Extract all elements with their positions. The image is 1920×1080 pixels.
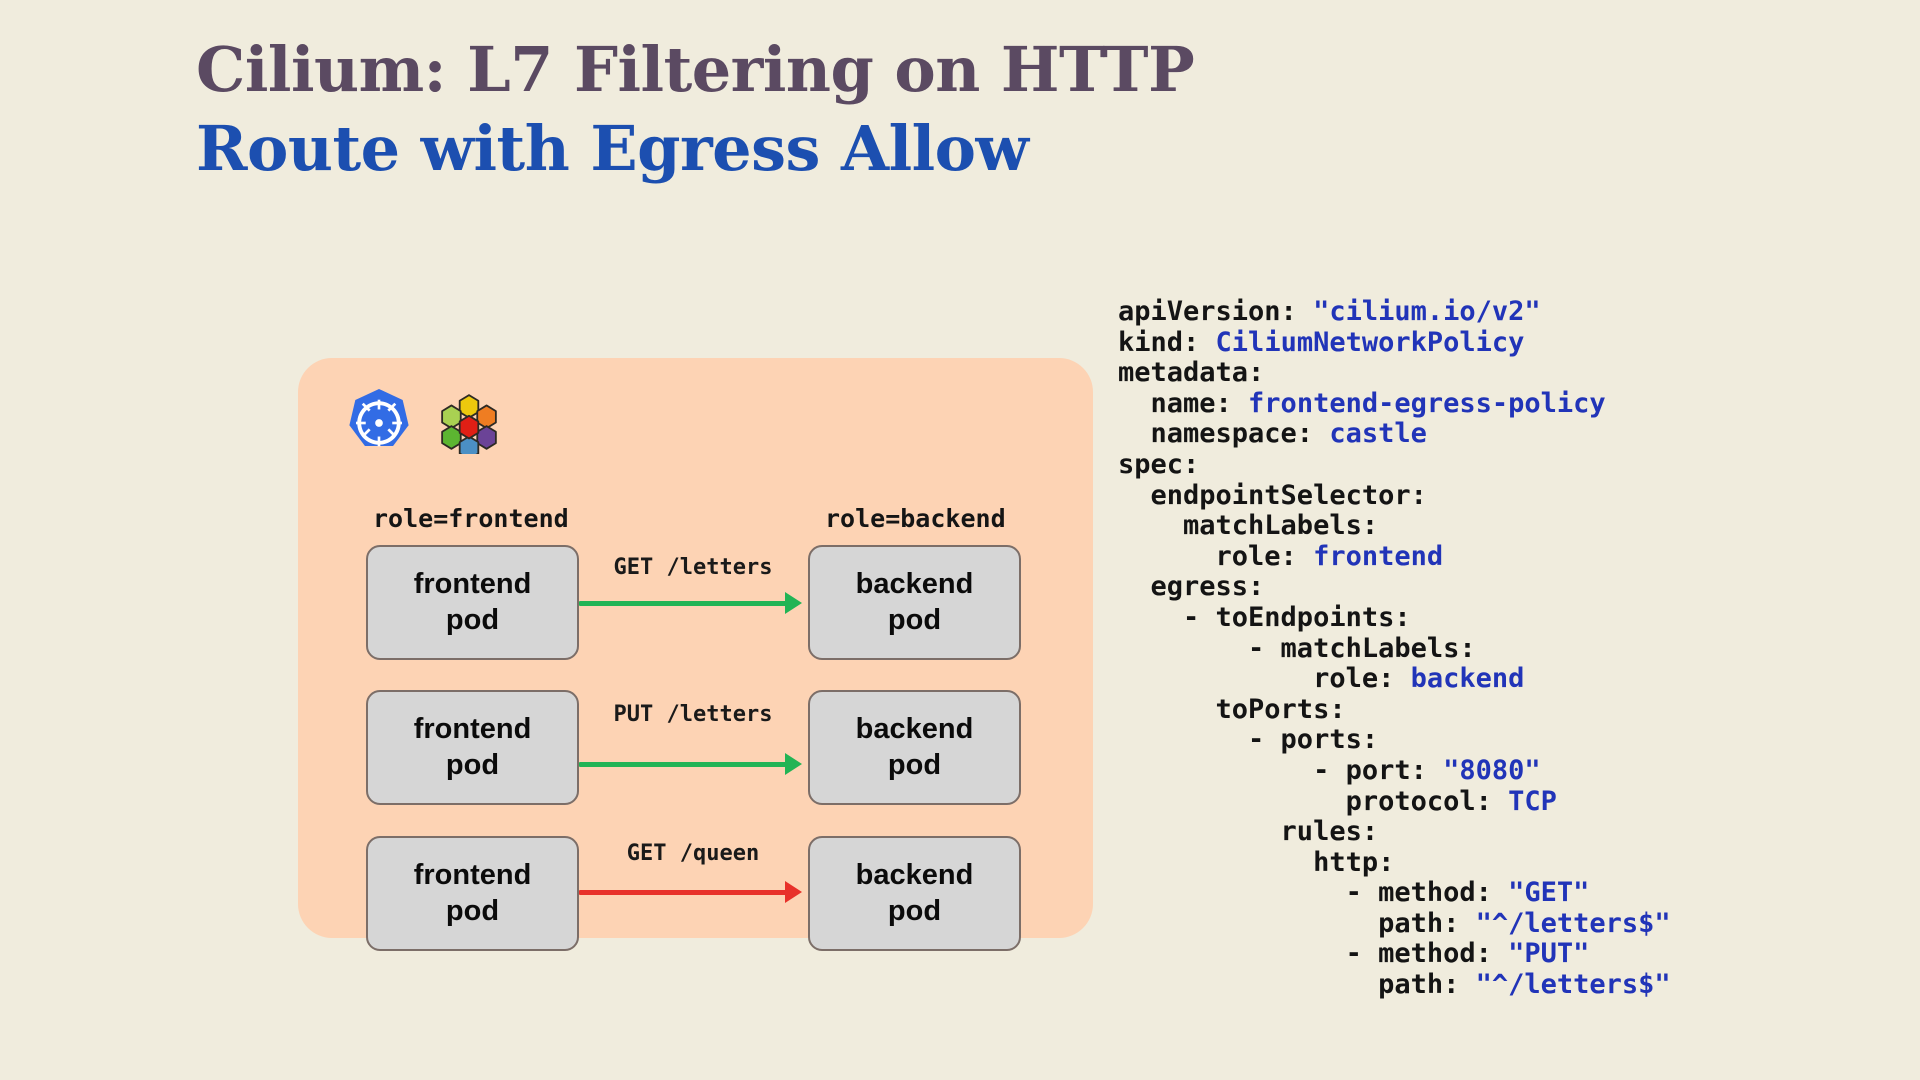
arrow-label-2: PUT /letters (613, 702, 773, 727)
yaml-line: - matchLabels: (1118, 632, 1671, 665)
pod-box-backend-3[interactable]: backend pod (808, 836, 1021, 951)
yaml-line: metadata: (1118, 357, 1671, 389)
arrow-group-2: PUT /letters (579, 690, 808, 805)
yaml-key: egress: (1118, 571, 1265, 603)
yaml-key: http: (1118, 846, 1395, 878)
logo-row (342, 386, 500, 460)
pod-name-line2: pod (887, 894, 942, 927)
pod-name-line2: pod (887, 748, 942, 781)
diagram-panel: role=frontend role=backend frontend pod … (298, 358, 1093, 951)
yaml-line: - ports: (1118, 725, 1671, 756)
yaml-line: path: "^/letters$" (1118, 907, 1671, 940)
arrow-line-2 (579, 762, 787, 767)
yaml-key: - matchLabels: (1118, 632, 1476, 664)
yaml-key: - port: (1118, 754, 1444, 786)
yaml-key: spec: (1118, 448, 1200, 480)
arrow-line-1 (579, 601, 787, 606)
yaml-line: namespace: castle (1118, 419, 1671, 450)
yaml-value: frontend (1313, 540, 1444, 572)
yaml-key: namespace: (1118, 418, 1330, 450)
yaml-line: path: "^/letters$" (1118, 969, 1671, 1001)
pod-name-line2: pod (887, 603, 942, 636)
yaml-key: - toEndpoints: (1118, 601, 1411, 633)
arrow-group-3: GET /queen (579, 836, 808, 951)
yaml-line: role: backend (1118, 663, 1671, 695)
pod-box-backend-2[interactable]: backend pod (808, 690, 1021, 805)
yaml-key: endpointSelector: (1118, 479, 1427, 511)
yaml-line: toPorts: (1118, 693, 1671, 726)
yaml-line: - toEndpoints: (1118, 601, 1671, 634)
arrow-head-2 (785, 753, 802, 775)
pod-name-line1: backend (855, 713, 974, 746)
pod-box-frontend-2[interactable]: frontend pod (366, 690, 579, 805)
title-line-primary: Cilium: L7 Filtering on HTTP (196, 33, 1195, 106)
yaml-key: rules: (1118, 816, 1379, 848)
yaml-key: protocol: (1118, 785, 1509, 817)
pod-box-frontend-1[interactable]: frontend pod (366, 545, 579, 660)
yaml-line: apiVersion: "cilium.io/v2" (1118, 296, 1671, 328)
title-line-secondary: Route with Egress Allow (196, 112, 1029, 186)
yaml-line: name: frontend-egress-policy (1118, 387, 1671, 420)
yaml-value: "PUT" (1508, 938, 1590, 970)
page-title: Cilium: L7 Filtering on HTTP Route with … (196, 30, 1296, 189)
cilium-hexagons-icon (441, 394, 497, 454)
pod-box-frontend-3[interactable]: frontend pod (366, 836, 579, 951)
yaml-key: name: (1118, 387, 1249, 419)
yaml-value: "8080" (1443, 754, 1541, 786)
yaml-line: endpointSelector: (1118, 479, 1671, 512)
yaml-key: path: (1118, 969, 1476, 1001)
pod-name-line2: pod (445, 748, 500, 781)
column-label-frontend: role=frontend (373, 504, 569, 533)
yaml-key: path: (1118, 907, 1476, 939)
arrow-label-1: GET /letters (613, 555, 773, 580)
yaml-value: backend (1410, 663, 1525, 695)
arrow-label-3: GET /queen (626, 841, 760, 866)
arrow-head-1 (785, 592, 802, 614)
arrow-line-3 (579, 890, 787, 895)
yaml-key: kind: (1118, 326, 1216, 358)
pod-name-line1: frontend (413, 568, 532, 601)
yaml-key: - ports: (1118, 724, 1379, 756)
yaml-line: http: (1118, 846, 1671, 879)
pod-name-line2: pod (445, 894, 500, 927)
pod-name-line1: backend (855, 568, 974, 601)
pod-name-line2: pod (445, 603, 500, 636)
arrow-group-1: GET /letters (579, 545, 808, 660)
yaml-key: apiVersion: (1118, 296, 1314, 327)
pod-box-backend-1[interactable]: backend pod (808, 545, 1021, 660)
yaml-value: "^/letters$" (1475, 907, 1671, 939)
pod-name-line1: backend (855, 859, 974, 892)
yaml-value: "cilium.io/v2" (1313, 296, 1541, 327)
column-label-backend: role=backend (825, 504, 1006, 533)
yaml-key: - method: (1118, 938, 1509, 970)
arrow-head-3 (785, 881, 802, 903)
yaml-line: matchLabels: (1118, 510, 1671, 542)
yaml-value: "GET" (1508, 877, 1590, 909)
yaml-line: - method: "PUT" (1118, 939, 1671, 970)
yaml-line: rules: (1118, 816, 1671, 848)
yaml-line: egress: (1118, 572, 1671, 603)
yaml-key: - method: (1118, 877, 1509, 909)
yaml-value: castle (1329, 418, 1427, 450)
pod-name-line1: frontend (413, 859, 532, 892)
yaml-key: metadata: (1118, 357, 1265, 389)
yaml-line: protocol: TCP (1118, 785, 1671, 818)
yaml-line: - port: "8080" (1118, 754, 1671, 787)
yaml-value: TCP (1508, 785, 1557, 817)
yaml-key: role: (1118, 540, 1314, 572)
yaml-value: "^/letters$" (1475, 969, 1671, 1001)
pod-name-line1: frontend (413, 713, 532, 746)
policy-yaml-block: apiVersion: "cilium.io/v2"kind: CiliumNe… (1118, 296, 1671, 1001)
yaml-key: matchLabels: (1118, 510, 1379, 542)
kubernetes-icon (349, 388, 409, 447)
yaml-line: spec: (1118, 448, 1671, 481)
yaml-line: kind: CiliumNetworkPolicy (1118, 326, 1671, 359)
yaml-value: CiliumNetworkPolicy (1215, 326, 1525, 358)
yaml-key: toPorts: (1118, 693, 1346, 725)
yaml-line: - method: "GET" (1118, 877, 1671, 909)
yaml-value: frontend-egress-policy (1248, 387, 1606, 419)
yaml-key: role: (1118, 663, 1411, 695)
yaml-line: role: frontend (1118, 540, 1671, 573)
